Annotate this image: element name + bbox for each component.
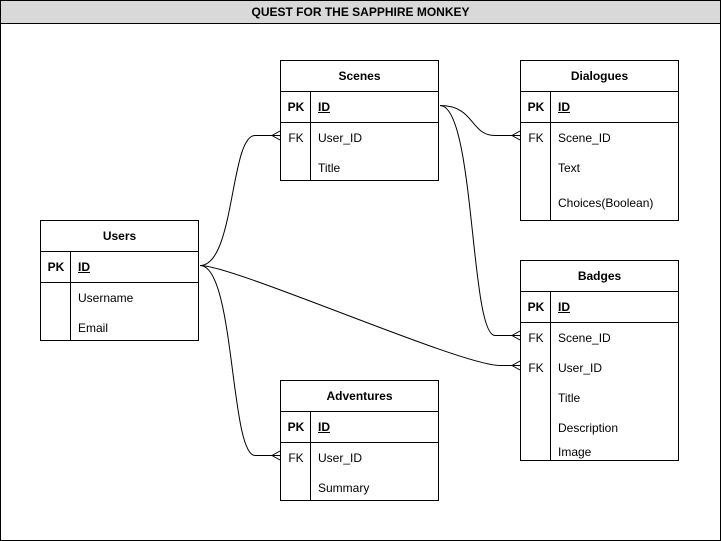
key-label: FK: [528, 131, 544, 145]
scenes-row-id: PK ID: [281, 92, 438, 123]
badges-row-title: Title: [521, 383, 678, 413]
key-label: PK: [527, 100, 545, 114]
entity-scenes[interactable]: Scenes PK ID FK User_ID Title: [280, 60, 439, 181]
link-users-scenes: [199, 135, 280, 266]
column-divider: [550, 291, 551, 460]
badges-row-user-id: FK User_ID: [521, 353, 678, 383]
field-label: Title: [318, 161, 341, 175]
key-label: PK: [287, 100, 305, 114]
key-label: FK: [528, 331, 544, 345]
key-label: PK: [47, 260, 65, 274]
badges-row-image: Image: [521, 443, 678, 461]
key-label: PK: [287, 420, 305, 434]
field-label: ID: [318, 420, 330, 434]
badges-row-scene-id: FK Scene_ID: [521, 323, 678, 353]
field-label: Choices(Boolean): [558, 196, 654, 210]
users-row-username: Username: [41, 283, 198, 313]
field-label: Username: [78, 291, 134, 305]
key-label: PK: [527, 300, 545, 314]
users-row-email: Email: [41, 313, 198, 343]
adventures-row-user-id: FK User_ID: [281, 443, 438, 473]
entity-users[interactable]: Users PK ID Username Email: [40, 220, 199, 341]
field-label: Scene_ID: [558, 131, 611, 145]
entity-adventures-name: Adventures: [281, 381, 438, 412]
entity-users-name: Users: [41, 221, 198, 252]
field-label: ID: [78, 260, 90, 274]
entity-dialogues[interactable]: Dialogues PK ID FK Scene_ID Text Choices…: [520, 60, 679, 221]
field-label: ID: [558, 100, 570, 114]
field-label: Image: [558, 445, 592, 459]
column-divider: [550, 91, 551, 220]
badges-row-description: Description: [521, 413, 678, 443]
entity-adventures[interactable]: Adventures PK ID FK User_ID Summary: [280, 380, 439, 501]
diagram-title: QUEST FOR THE SAPPHIRE MONKEY: [1, 1, 720, 24]
link-users-adventures: [199, 265, 280, 456]
link-scenes-dialogues: [439, 105, 520, 136]
adventures-row-id: PK ID: [281, 412, 438, 443]
field-label: Title: [558, 391, 581, 405]
link-users-badges: [199, 265, 520, 366]
field-label: Summary: [318, 481, 370, 495]
badges-row-id: PK ID: [521, 292, 678, 323]
users-row-id: PK ID: [41, 252, 198, 283]
key-label: FK: [528, 361, 544, 375]
field-label: Email: [78, 321, 109, 335]
column-divider: [70, 251, 71, 340]
adventures-row-summary: Summary: [281, 473, 438, 503]
dialogues-row-text: Text: [521, 153, 678, 183]
column-divider: [310, 411, 311, 500]
key-label: FK: [288, 451, 304, 465]
dialogues-row-choices: Choices(Boolean): [521, 183, 678, 223]
crowfoot-dialogues-scene-id: [511, 130, 521, 141]
entity-scenes-name: Scenes: [281, 61, 438, 92]
crowfoot-scenes-user-id: [271, 130, 281, 141]
scenes-row-title: Title: [281, 153, 438, 183]
entity-badges[interactable]: Badges PK ID FK Scene_ID FK User_ID Titl…: [520, 260, 679, 461]
column-divider: [310, 91, 311, 180]
field-label: User_ID: [318, 451, 363, 465]
dialogues-row-id: PK ID: [521, 92, 678, 123]
scenes-row-user-id: FK User_ID: [281, 123, 438, 153]
field-label: ID: [318, 100, 330, 114]
entity-dialogues-name: Dialogues: [521, 61, 678, 92]
field-label: Description: [558, 421, 619, 435]
field-label: User_ID: [318, 131, 363, 145]
field-label: User_ID: [558, 361, 603, 375]
field-label: Text: [558, 161, 581, 175]
entity-badges-name: Badges: [521, 261, 678, 292]
field-label: ID: [558, 300, 570, 314]
crowfoot-adventures-user-id: [271, 450, 281, 461]
field-label: Scene_ID: [558, 331, 611, 345]
link-scenes-badges: [439, 105, 520, 336]
crowfoot-badges-scene-id: [511, 330, 521, 341]
crowfoot-badges-user-id: [511, 360, 521, 371]
dialogues-row-scene-id: FK Scene_ID: [521, 123, 678, 153]
key-label: FK: [288, 131, 304, 145]
